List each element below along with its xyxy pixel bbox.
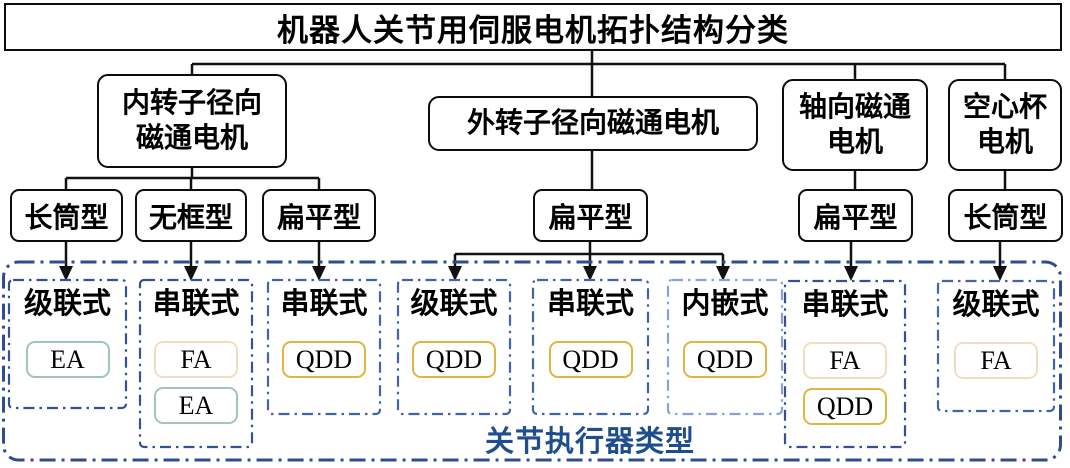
motor-category-label: 空心杯 xyxy=(962,92,1047,123)
actuator-chip-fa: FA xyxy=(954,342,1038,379)
actuator-type-label: 串联式 xyxy=(546,288,634,320)
diagram-title: 机器人关节用伺服电机拓扑结构分类 xyxy=(4,3,1062,51)
actuator-chip-ea: EA xyxy=(25,341,110,378)
motor-category-label: 外转子径向磁通电机 xyxy=(466,108,719,139)
actuator-type-label: 级联式 xyxy=(23,288,111,320)
motor-category-outer-rotor-radial: 外转子径向磁通电机 xyxy=(428,96,758,151)
form-factor-flat-3: 扁平型 xyxy=(798,189,913,242)
actuator-type-label: 串联式 xyxy=(801,289,889,321)
actuator-group-1: 级联式 EA xyxy=(9,280,126,408)
arrowhead-icons xyxy=(59,266,1007,281)
actuator-chip-qdd: QDD xyxy=(548,341,633,378)
actuator-type-label: 串联式 xyxy=(152,288,240,320)
motor-category-label: 磁通电机 xyxy=(135,123,248,154)
actuator-group-5: 串联式 QDD xyxy=(533,280,648,414)
actuator-group-2: 串联式 FA EA xyxy=(140,280,252,447)
form-factor-long-barrel-1: 长筒型 xyxy=(10,189,123,242)
motor-category-axial-flux: 轴向磁通 电机 xyxy=(782,79,928,171)
actuator-group-4: 级联式 QDD xyxy=(398,280,510,414)
motor-category-label: 电机 xyxy=(976,127,1033,158)
actuator-chip-qdd: QDD xyxy=(282,341,366,378)
motor-category-inner-rotor-radial: 内转子径向 磁通电机 xyxy=(97,74,287,168)
actuator-type-label: 内嵌式 xyxy=(681,288,769,320)
actuator-chip-fa: FA xyxy=(154,341,238,378)
motor-category-label: 电机 xyxy=(826,127,883,158)
motor-category-coreless: 空心杯 电机 xyxy=(948,79,1062,171)
actuator-type-label: 串联式 xyxy=(280,288,368,320)
actuator-chip-fa: FA xyxy=(803,342,887,379)
actuator-group-6: 内嵌式 QDD xyxy=(668,280,782,414)
actuator-type-label: 级联式 xyxy=(410,288,498,320)
actuator-group-7: 串联式 FA QDD xyxy=(785,281,905,447)
form-factor-long-barrel-2: 长筒型 xyxy=(948,189,1063,242)
actuator-chip-qdd: QDD xyxy=(412,341,496,378)
motor-category-label: 轴向磁通 xyxy=(798,92,911,123)
motor-category-label: 内转子径向 xyxy=(121,88,262,119)
actuator-chip-qdd: QDD xyxy=(803,388,887,425)
actuator-type-label: 级联式 xyxy=(952,289,1040,321)
actuator-chip-ea: EA xyxy=(154,387,238,424)
form-factor-frameless: 无框型 xyxy=(135,189,247,242)
form-factor-flat-1: 扁平型 xyxy=(262,189,376,242)
actuator-chip-qdd: QDD xyxy=(683,341,767,378)
actuator-group-3: 串联式 QDD xyxy=(268,280,380,414)
actuator-container-caption: 关节执行器类型 xyxy=(484,426,695,458)
form-factor-flat-2: 扁平型 xyxy=(533,189,648,242)
actuator-group-8: 级联式 FA xyxy=(938,281,1054,411)
